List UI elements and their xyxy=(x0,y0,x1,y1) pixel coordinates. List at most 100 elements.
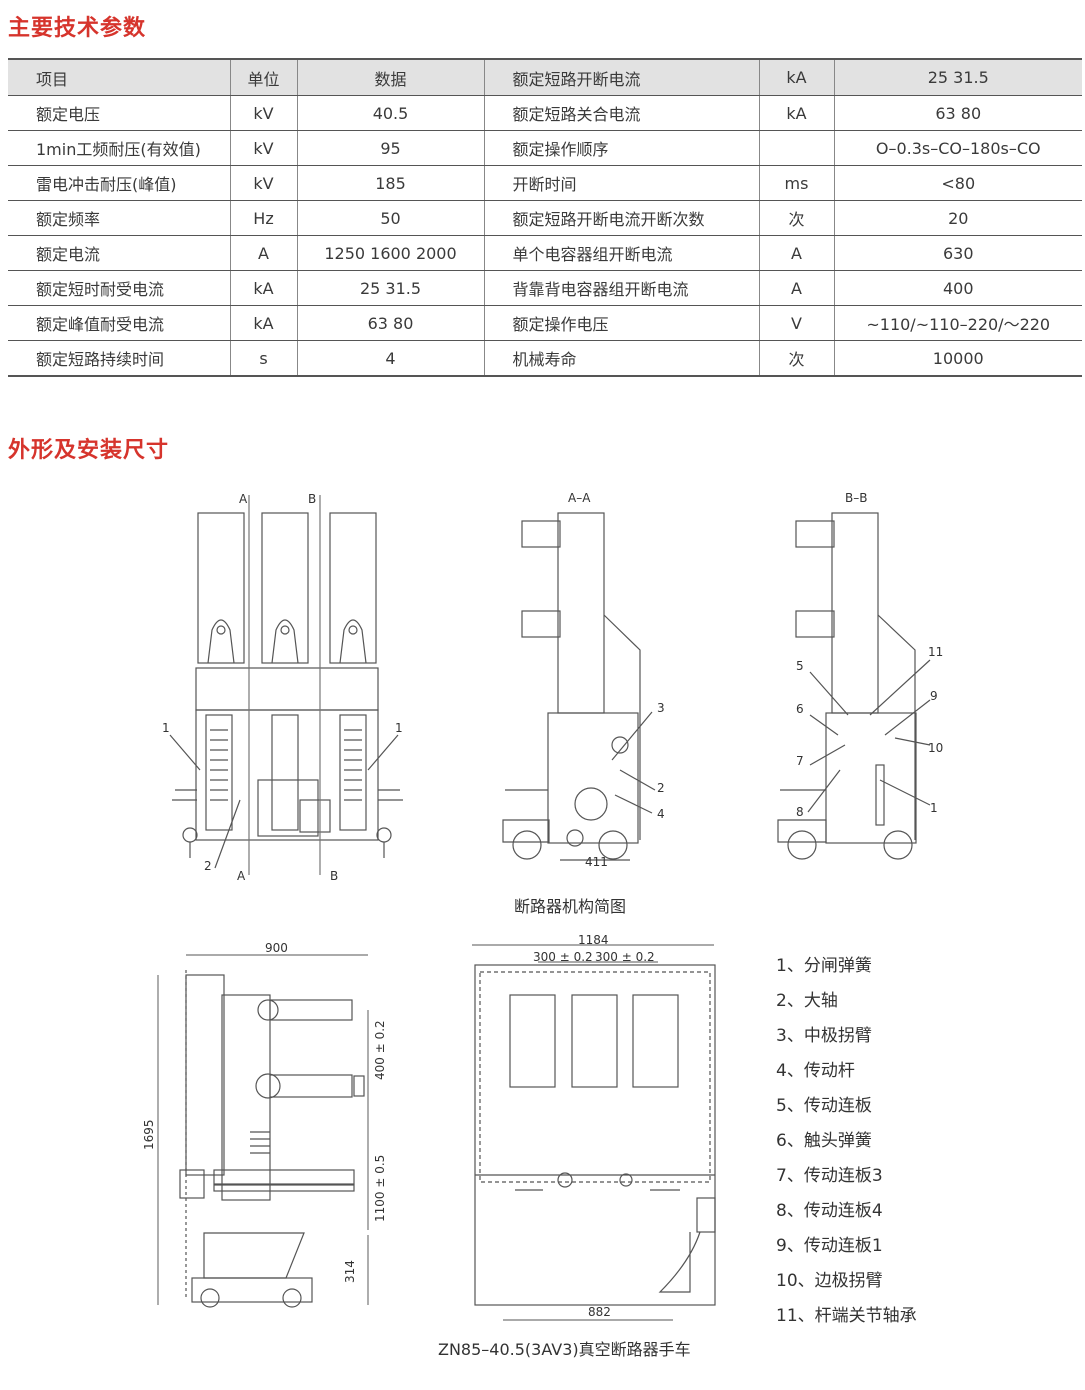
cell: 雷电冲击耐压(峰值) xyxy=(8,165,231,201)
cell: V xyxy=(759,305,835,341)
front-dim-pitch-2: 300 ± 0.2 xyxy=(595,950,655,964)
legend-item: 4、传动杆 xyxy=(776,1061,855,1081)
cell: kV xyxy=(230,130,298,166)
legend-item: 1、分闸弹簧 xyxy=(776,956,872,976)
cell: 63 80 xyxy=(297,305,485,341)
aa-title: A–A xyxy=(568,491,591,505)
header-item-2: 额定短路开断电流 xyxy=(484,58,760,96)
legend-item: 8、传动连板4 xyxy=(776,1201,883,1221)
front-dim-1184: 1184 xyxy=(578,933,609,947)
bb-label-10: 10 xyxy=(928,741,943,755)
legend-item: 7、传动连板3 xyxy=(776,1166,883,1186)
bb-label-7: 7 xyxy=(796,754,804,768)
header-unit: 单位 xyxy=(230,58,298,96)
cell: kA xyxy=(230,270,298,306)
cell: kA xyxy=(230,305,298,341)
table-row: 额定频率 Hz 50 额定短路开断电流开断次数 次 20 xyxy=(8,200,1082,236)
cell: 1min工频耐压(有效值) xyxy=(8,130,231,166)
mechanism-caption: 断路器机构简图 xyxy=(514,897,627,916)
cell: 次 xyxy=(759,340,835,377)
front-label-b-top: B xyxy=(308,492,316,506)
cell: 开断时间 xyxy=(484,165,760,201)
cell: 63 80 xyxy=(834,95,1082,131)
cell: kA xyxy=(759,95,835,131)
cell: 185 xyxy=(297,165,485,201)
cell: s xyxy=(230,340,298,377)
header-item: 项目 xyxy=(8,58,231,96)
cell: <80 xyxy=(834,165,1082,201)
cell: 额定短路关合电流 xyxy=(484,95,760,131)
side-dim-400: 400 ± 0.2 xyxy=(373,1020,387,1080)
legend-item: 3、中极拐臂 xyxy=(776,1026,872,1046)
parts-legend: 1、分闸弹簧 2、大轴 3、中极拐臂 4、传动杆 5、传动连板 6、触头弹簧 7… xyxy=(776,952,917,1337)
cell: 额定操作电压 xyxy=(484,305,760,341)
table-row: 额定电压 kV 40.5 额定短路关合电流 kA 63 80 xyxy=(8,95,1082,131)
bb-label-9: 9 xyxy=(930,689,938,703)
front-view xyxy=(169,495,403,875)
header-data-2: 25 31.5 xyxy=(834,58,1082,96)
bb-label-6: 6 xyxy=(796,702,804,716)
cell: ~110/~110–220/～220 xyxy=(834,305,1082,341)
cell: 次 xyxy=(759,200,835,236)
cell: A xyxy=(230,235,298,271)
specs-title: 主要技术参数 xyxy=(8,16,147,41)
cell: kV xyxy=(230,165,298,201)
bb-label-8: 8 xyxy=(796,805,804,819)
front-label-1-right: 1 xyxy=(395,721,403,735)
legend-item: 6、触头弹簧 xyxy=(776,1131,872,1151)
bb-title: B–B xyxy=(845,491,867,505)
side-outline-view xyxy=(157,954,369,1308)
table-row: 额定短时耐受电流 kA 25 31.5 背靠背电容器组开断电流 A 400 xyxy=(8,270,1082,306)
cell: 10000 xyxy=(834,340,1082,377)
table-header-row: 项目 单位 数据 额定短路开断电流 kA 25 31.5 xyxy=(8,58,1082,96)
header-data: 数据 xyxy=(297,58,485,96)
cell: 额定电流 xyxy=(8,235,231,271)
header-unit-2: kA xyxy=(759,58,835,96)
cell: A xyxy=(759,235,835,271)
legend-item: 11、杆端关节轴承 xyxy=(776,1306,917,1326)
bb-label-1: 1 xyxy=(930,801,938,815)
cell xyxy=(759,130,835,166)
cell: 400 xyxy=(834,270,1082,306)
cell: 额定短时耐受电流 xyxy=(8,270,231,306)
table-row: 雷电冲击耐压(峰值) kV 185 开断时间 ms <80 xyxy=(8,165,1082,201)
cell: 单个电容器组开断电流 xyxy=(484,235,760,271)
bb-view xyxy=(777,512,931,860)
aa-view xyxy=(502,512,656,861)
side-dim-1100: 1100 ± 0.5 xyxy=(373,1155,387,1222)
cell: 额定短路开断电流开断次数 xyxy=(484,200,760,236)
product-caption: ZN85–40.5(3AV3)真空断路器手车 xyxy=(438,1340,691,1359)
cell: 630 xyxy=(834,235,1082,271)
cell: 额定短路持续时间 xyxy=(8,340,231,377)
table-row: 1min工频耐压(有效值) kV 95 额定操作顺序 O–0.3s–CO–180… xyxy=(8,130,1082,166)
front-label-b-bottom: B xyxy=(330,869,338,883)
aa-label-2: 2 xyxy=(657,781,665,795)
cell: A xyxy=(759,270,835,306)
outline-title: 外形及安装尺寸 xyxy=(8,438,170,463)
cell: 额定操作顺序 xyxy=(484,130,760,166)
cell: kV xyxy=(230,95,298,131)
table-row: 额定短路持续时间 s 4 机械寿命 次 10000 xyxy=(8,340,1082,377)
side-dim-314: 314 xyxy=(343,1260,357,1283)
cell: 额定电压 xyxy=(8,95,231,131)
bb-label-11: 11 xyxy=(928,645,943,659)
cell: 25 31.5 xyxy=(297,270,485,306)
cell: 1250 1600 2000 xyxy=(297,235,485,271)
front-label-1: 1 xyxy=(162,721,170,735)
cell: 40.5 xyxy=(297,95,485,131)
legend-item: 5、传动连板 xyxy=(776,1096,872,1116)
cell: Hz xyxy=(230,200,298,236)
cell: 95 xyxy=(297,130,485,166)
front-outline-view xyxy=(472,944,716,1321)
cell: ms xyxy=(759,165,835,201)
cell: O–0.3s–CO–180s–CO xyxy=(834,130,1082,166)
cell: 额定频率 xyxy=(8,200,231,236)
cell: 20 xyxy=(834,200,1082,236)
aa-label-3: 3 xyxy=(657,701,665,715)
legend-item: 9、传动连板1 xyxy=(776,1236,883,1256)
table-row: 额定电流 A 1250 1600 2000 单个电容器组开断电流 A 630 xyxy=(8,235,1082,271)
cell: 背靠背电容器组开断电流 xyxy=(484,270,760,306)
side-dim-900: 900 xyxy=(265,941,288,955)
cell: 50 xyxy=(297,200,485,236)
